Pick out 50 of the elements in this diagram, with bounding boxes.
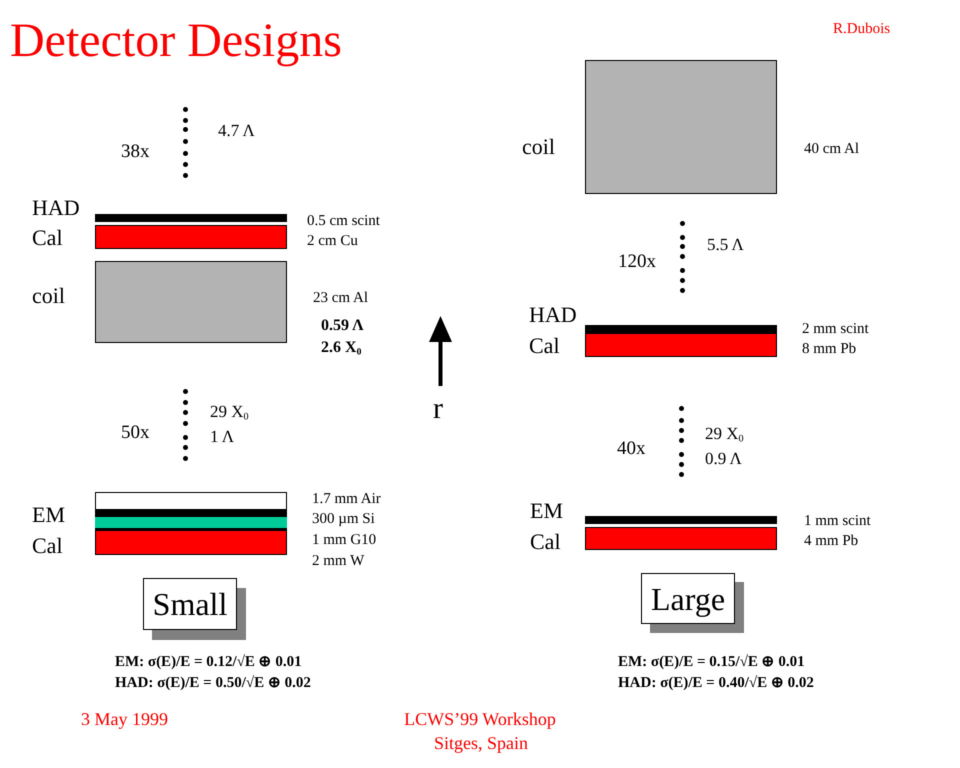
author-name: R.Dubois [833, 22, 890, 36]
interaction-length: 1 Λ [210, 428, 234, 444]
interaction-length: 5.5 Λ [707, 236, 744, 252]
part-label: EM [530, 500, 563, 522]
thickness-value: 0.59 Λ [321, 318, 364, 334]
resolution-formula: EM: σ(E)/E = 0.12/√E ⊕ 0.01 [115, 654, 302, 670]
material-label: 23 cm Al [313, 290, 368, 306]
interaction-length: 0.9 Λ [705, 450, 742, 466]
date: 3 May 1999 [81, 710, 168, 728]
material-label: 8 mm Pb [802, 342, 856, 356]
material-label: 1 mm G10 [312, 532, 376, 548]
resolution-formula: HAD: σ(E)/E = 0.40/√E ⊕ 0.02 [618, 676, 814, 690]
material-label: 4 mm Pb [804, 534, 858, 548]
coil-block [585, 60, 777, 194]
box-label: Small [152, 588, 228, 620]
part-label: HAD [529, 304, 577, 326]
label-box [641, 573, 735, 624]
coil-block [95, 261, 287, 343]
material-label: 2 mm W [312, 554, 364, 568]
repeat-count: 50x [121, 422, 150, 442]
part-label: HAD [32, 197, 80, 219]
label-box [143, 578, 237, 630]
box-label: Large [650, 582, 726, 614]
part-label: EM [32, 504, 65, 526]
part-label: Cal [530, 531, 561, 553]
part-label: Cal [529, 335, 560, 357]
interaction-length: 4.7 Λ [218, 122, 255, 138]
thickness-value: 2.6 X$_{0}$ [321, 340, 362, 356]
resolution-formula: EM: σ(E)/E = 0.15/√E ⊕ 0.01 [618, 654, 805, 670]
material-label: 40 cm Al [804, 142, 859, 156]
material-label: 1 mm scint [804, 514, 871, 528]
part-label: coil [32, 285, 65, 307]
resolution-formula: HAD: σ(E)/E = 0.50/√E ⊕ 0.02 [115, 676, 311, 690]
place-name: Sitges, Spain [434, 734, 528, 752]
radiation-length: 29 X$_{0}$ [210, 402, 249, 420]
repeat-count: 120x [618, 252, 656, 270]
part-label: Cal [32, 535, 63, 557]
title: Detector Designs [10, 17, 342, 65]
radiation-length: 29 X$_{0}$ [705, 424, 744, 442]
repeat-count: 38x [121, 142, 150, 160]
material-label: 300 µm Si [312, 512, 375, 526]
material-label: 1.7 mm Air [312, 492, 381, 506]
part-label: coil [522, 136, 555, 158]
material-label: 2 cm Cu [307, 234, 358, 248]
material-label: 2 mm scint [802, 322, 869, 336]
repeat-count: 40x [617, 438, 646, 458]
material-label: 0.5 cm scint [307, 214, 380, 228]
event-name: LCWS’99 Workshop [404, 710, 556, 728]
axis-label: r [433, 394, 443, 424]
part-label: Cal [32, 227, 63, 249]
